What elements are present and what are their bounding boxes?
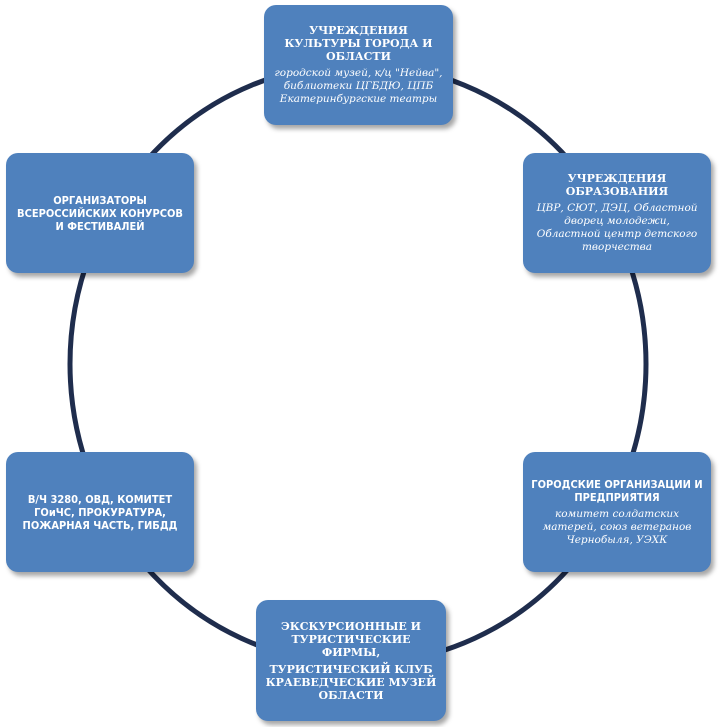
node-organizers-title: ОРГАНИЗАТОРЫ ВСЕРОССИЙСКИХ КОНУРСОВ И ФЕ… bbox=[17, 193, 183, 233]
node-organizers: ОРГАНИЗАТОРЫ ВСЕРОССИЙСКИХ КОНУРСОВ И ФЕ… bbox=[6, 153, 194, 273]
node-education-title: УЧРЕЖДЕНИЯ ОБРАЗОВАНИЯ bbox=[565, 172, 669, 198]
node-city-organizations-title: ГОРОДСКИЕ ОРГАНИЗАЦИИ И ПРЕДПРИЯТИЯ bbox=[531, 477, 703, 504]
node-tourism-title-2: ТУРИСТИЧЕСКИЙ КЛУБ КРАЕВЕДЧЕСКИЕ МУЗЕЙ О… bbox=[265, 662, 437, 702]
node-culture-subtitle: городской музей, к/ц "Нейва", библиотеки… bbox=[274, 67, 443, 105]
node-city-organizations: ГОРОДСКИЕ ОРГАНИЗАЦИИ И ПРЕДПРИЯТИЯ коми… bbox=[523, 452, 711, 572]
node-education: УЧРЕЖДЕНИЯ ОБРАЗОВАНИЯ ЦВР, СЮТ, ДЭЦ, Об… bbox=[523, 153, 711, 273]
node-education-subtitle: ЦВР, СЮТ, ДЭЦ, Областной дворец молодежи… bbox=[536, 202, 698, 253]
node-tourism: ЭКСКУРСИОННЫЕ И ТУРИСТИЧЕСКИЕ ФИРМЫ, ТУР… bbox=[256, 600, 446, 721]
node-services-title: В/Ч 3280, ОВД, КОМИТЕТ ГОиЧС, ПРОКУРАТУР… bbox=[22, 492, 178, 532]
node-culture-title: УЧРЕЖДЕНИЯ КУЛЬТУРЫ ГОРОДА И ОБЛАСТИ bbox=[284, 24, 433, 63]
node-city-organizations-subtitle: комитет солдатских матерей, союз ветеран… bbox=[542, 507, 692, 546]
node-tourism-title: ЭКСКУРСИОННЫЕ И ТУРИСТИЧЕСКИЕ ФИРМЫ, bbox=[280, 619, 422, 659]
node-culture: УЧРЕЖДЕНИЯ КУЛЬТУРЫ ГОРОДА И ОБЛАСТИ гор… bbox=[264, 5, 453, 125]
node-services: В/Ч 3280, ОВД, КОМИТЕТ ГОиЧС, ПРОКУРАТУР… bbox=[6, 452, 194, 572]
